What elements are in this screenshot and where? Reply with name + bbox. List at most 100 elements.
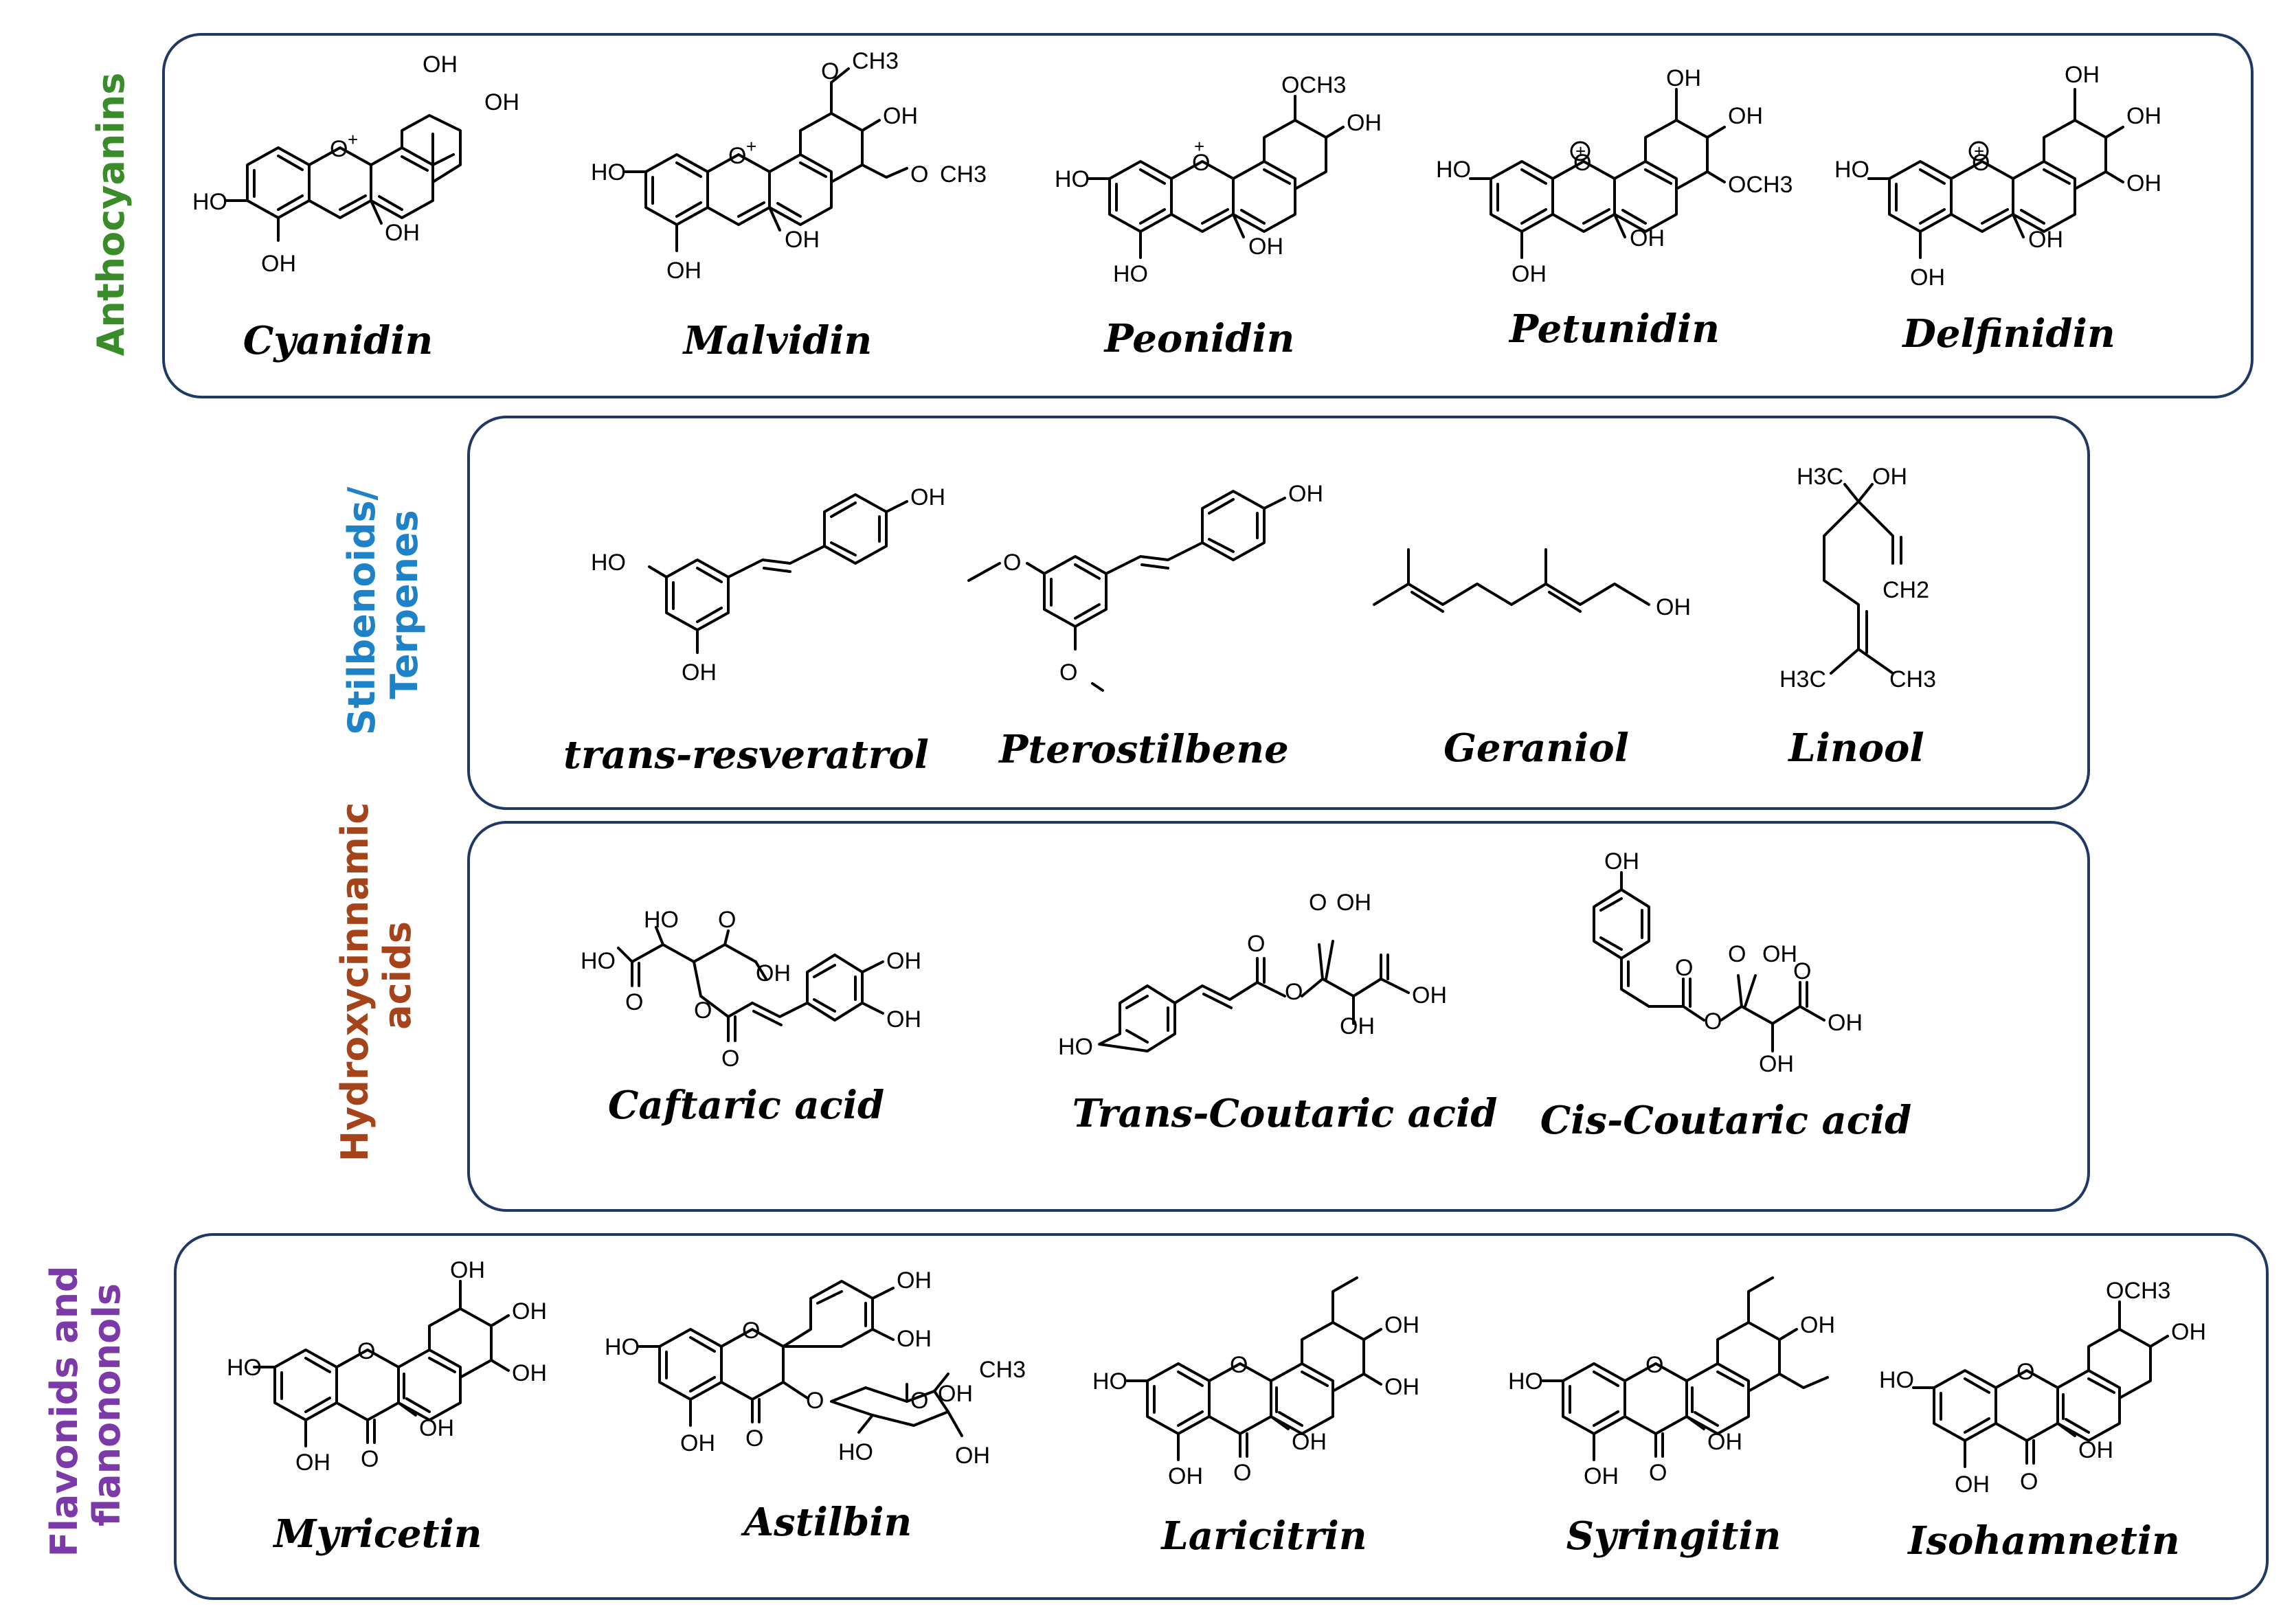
linool-ch3-bottom: CH3 (1889, 666, 1936, 692)
caftaric-oh-acid: OH (756, 960, 791, 986)
petunidin-bonds (1469, 88, 1726, 259)
caftaric-o-carbonyl-1: O (625, 989, 643, 1015)
peonidin-bonds (1088, 95, 1345, 259)
resveratrol-oh-4p: OH (910, 484, 945, 510)
laricitrin-ho-7: HO (1092, 1368, 1127, 1395)
laricitrin-structure: HO OH O OH O OH OH (1092, 1276, 1419, 1489)
stilbenoids-label-line-1: Stilbenoids/ (340, 486, 383, 735)
astilbin-oh-4p: OH (897, 1326, 932, 1352)
isohamnetin-ho-7: HO (1879, 1367, 1914, 1393)
isohamnetin-name: Isohamnetin (1907, 1518, 2180, 1564)
myricetin-o-4: O (361, 1446, 379, 1472)
cyanidin-oh-5: OH (261, 251, 296, 277)
astilbin-bonds (638, 1280, 963, 1437)
pterostilbene-bonds (967, 490, 1286, 692)
resveratrol-bonds (648, 493, 908, 654)
cyanidin-oh-3p: OH (423, 52, 458, 78)
anthocyanins-section: Anthocyanins HO OH OH OH OH O + Cyanidin (89, 33, 2254, 398)
delfinidin-bonds (1867, 88, 2124, 259)
laricitrin-bonds (1125, 1276, 1382, 1461)
linool-structure: H3C OH CH2 H3C CH3 (1779, 464, 1936, 692)
cyanidin-bonds (225, 114, 462, 242)
delfinidin-name: Delfinidin (1901, 311, 2115, 357)
myricetin-oh-3p: OH (450, 1257, 485, 1283)
geraniol-bonds (1373, 548, 1650, 613)
trans-coutaric-o-carbonyl-1: O (1247, 931, 1265, 957)
delfinidin-ho-7: HO (1834, 157, 1869, 183)
trans-coutaric-oh-acid-1: OH (1336, 890, 1371, 916)
cis-coutaric-structure: OH O O O OH O OH OH (1593, 848, 1863, 1077)
linool-bonds (1823, 483, 1902, 675)
pterostilbene-structure: O O OH (967, 481, 1323, 692)
trans-coutaric-oh-alpha: OH (1340, 1013, 1375, 1039)
myricetin-oh-5: OH (295, 1450, 330, 1476)
laricitrin-oh-5p: OH (1384, 1374, 1419, 1400)
astilbin-oh-sugar-2: OH (955, 1443, 990, 1469)
caftaric-ho-acid: HO (581, 948, 616, 974)
caftaric-name: Caftaric acid (608, 1083, 884, 1128)
delfinidin-oh-3p: OH (2065, 62, 2100, 88)
cyanidin-oh-4p: OH (484, 89, 519, 115)
peonidin-ho-7: HO (1055, 166, 1090, 192)
syringitin-structure: HO OH O OH O OH (1508, 1276, 1835, 1489)
syringitin-ring-o: O (1645, 1352, 1663, 1378)
delfinidin-oh-5: OH (1910, 264, 1945, 291)
isohamnetin-och3: OCH3 (2106, 1278, 2170, 1304)
hydroxycinnamic-section: Hydroxycinnamic acids HO HO O O OH O O O… (333, 789, 2090, 1212)
isohamnetin-oh-3: OH (2078, 1437, 2113, 1463)
cis-coutaric-bonds (1593, 871, 1825, 1052)
anthocyanins-panel (162, 33, 2254, 398)
caftaric-bonds (617, 926, 884, 1042)
caftaric-ho-alpha: HO (644, 907, 679, 933)
myricetin-name: Myricetin (273, 1511, 482, 1557)
petunidin-oh-4p: OH (1728, 103, 1763, 129)
resveratrol-name: trans-resveratrol (563, 732, 929, 778)
syringitin-bonds (1541, 1276, 1829, 1461)
delfinidin-charge-circle (1968, 141, 1989, 161)
delfinidin-structure: HO OH OH OH OH OH O + (1834, 62, 2161, 291)
trans-coutaric-o-ester: O (1285, 979, 1303, 1005)
isohamnetin-o-4: O (2020, 1469, 2038, 1495)
petunidin-name: Petunidin (1508, 306, 1720, 352)
flavonoids-label-line-2: flanononols (85, 1283, 128, 1526)
malvidin-charge: + (746, 136, 756, 157)
laricitrin-o-4: O (1233, 1460, 1251, 1486)
malvidin-ch3-5p: CH3 (940, 161, 987, 188)
stilbenoids-panel (467, 416, 2090, 810)
linool-oh: OH (1872, 464, 1907, 490)
cyanidin-ring-o: O (330, 136, 348, 162)
peonidin-ring-o: O (1192, 150, 1210, 176)
pterostilbene-oh-4p: OH (1288, 481, 1323, 507)
resveratrol-oh-2: OH (682, 659, 717, 686)
isohamnetin-bonds (1912, 1300, 2169, 1468)
malvidin-oh-5: OH (666, 258, 701, 284)
hydroxycinnamic-category-label: Hydroxycinnamic acids (333, 789, 419, 1162)
delfinidin-oh-3: OH (2028, 227, 2063, 253)
malvidin-ring-o: O (728, 143, 746, 169)
myricetin-oh-4p: OH (512, 1298, 547, 1324)
peonidin-oh-4p: OH (1347, 110, 1382, 136)
petunidin-oh-3: OH (1630, 225, 1665, 251)
astilbin-ho-7: HO (605, 1334, 640, 1360)
cis-coutaric-oh-alpha: OH (1759, 1051, 1794, 1077)
flavonoids-category-label: Flavonids and flanononols (43, 1252, 128, 1557)
stilbenoids-section: Stilbenoids/ Terpenes HO OH OH trans-res… (340, 416, 2090, 810)
cyanidin-charge: + (348, 129, 358, 150)
petunidin-charge: + (1575, 141, 1586, 161)
syringitin-ho-7: HO (1508, 1368, 1543, 1395)
peonidin-oh-3: OH (1248, 234, 1283, 260)
astilbin-name: Astilbin (741, 1500, 912, 1545)
peonidin-name: Peonidin (1103, 316, 1295, 361)
trans-coutaric-structure: HO O O O OH OH OH (1058, 890, 1447, 1060)
isohamnetin-ring-o: O (2016, 1359, 2034, 1385)
malvidin-name: Malvidin (682, 318, 873, 363)
caftaric-structure: HO HO O O OH O O OH OH (581, 907, 921, 1072)
linool-h3c-bottom: H3C (1779, 666, 1826, 692)
myricetin-oh-3: OH (419, 1415, 454, 1441)
isohamnetin-oh-4p: OH (2171, 1319, 2206, 1345)
delfinidin-oh-5p: OH (2126, 170, 2161, 196)
linool-ch2: CH2 (1883, 577, 1929, 603)
stilbenoids-label-line-2: Terpenes (383, 510, 426, 699)
syringitin-oh-3: OH (1707, 1429, 1742, 1455)
malvidin-ho-7: HO (591, 159, 626, 185)
